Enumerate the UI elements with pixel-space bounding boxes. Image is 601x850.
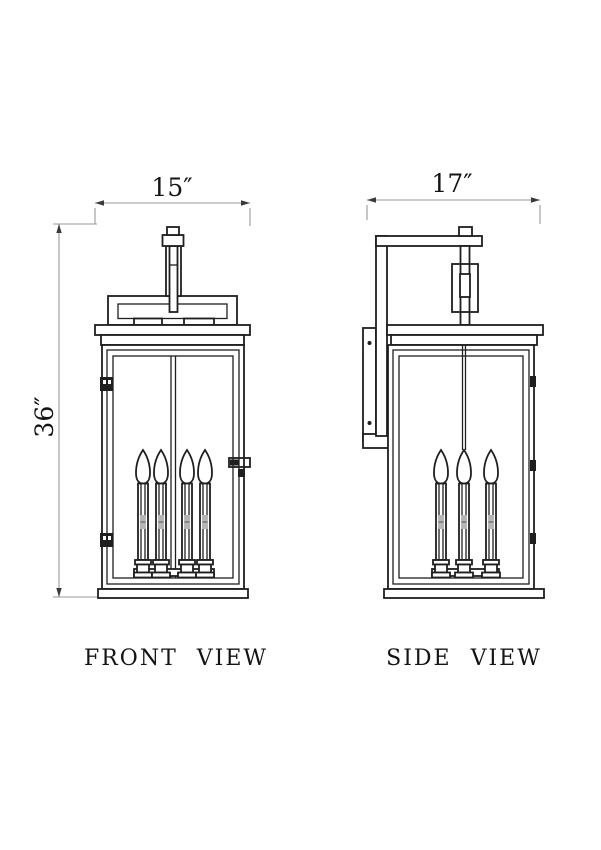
arrowhead-icon — [56, 224, 62, 233]
hinge-detail — [103, 380, 106, 384]
candle-cup — [180, 563, 194, 574]
hinge-tab-icon — [530, 376, 536, 387]
side-arm-cap — [458, 226, 473, 237]
candle-cup — [484, 563, 498, 574]
front-finial-block — [161, 234, 185, 247]
hinge-tab-icon — [530, 460, 536, 471]
side-cap-plate — [386, 324, 544, 336]
side-view-drawing — [362, 226, 545, 599]
candle-cup-foot — [481, 571, 501, 579]
candle-cup — [457, 563, 471, 574]
candle-cup-foot — [454, 571, 474, 579]
screw-icon — [367, 421, 372, 425]
candle-cup — [198, 563, 212, 574]
candle-cup-foot — [133, 571, 153, 579]
front-finial-rod — [168, 245, 179, 313]
candle-cup — [154, 563, 168, 574]
arrowhead-icon — [367, 197, 376, 203]
hinge-detail — [108, 380, 111, 384]
front-view-drawing — [94, 226, 251, 599]
candle-cup-foot — [195, 571, 215, 579]
dimension-36-label: 36″ — [30, 396, 59, 437]
side-cap-band — [390, 334, 538, 346]
side-candles — [431, 448, 501, 579]
dimension-15-label: 15″ — [151, 173, 192, 202]
front-cap-plate — [94, 324, 251, 336]
arrowhead-icon — [95, 200, 104, 206]
latch-icon — [228, 457, 251, 468]
front-frame-tab — [133, 317, 163, 326]
latch-detail — [238, 469, 245, 477]
side-finial-rod — [459, 273, 471, 298]
candle-cup-foot — [151, 571, 171, 579]
dimension-17-label: 17″ — [431, 169, 472, 198]
arrowhead-icon — [56, 588, 62, 597]
candle-cup-foot — [431, 571, 451, 579]
front-finial-cap — [166, 226, 180, 236]
side-finial-block — [451, 263, 479, 313]
latch-detail — [230, 459, 239, 466]
front-frame-tab — [183, 317, 215, 326]
candle-cup-foot — [177, 571, 197, 579]
dimension-lines — [53, 197, 541, 598]
candle-cup — [136, 563, 150, 574]
front-view-label: FRONT VIEW — [84, 646, 268, 671]
candle-cup — [434, 563, 448, 574]
arrowhead-icon — [241, 200, 250, 206]
hinge-icon — [100, 377, 113, 391]
hinge-detail — [108, 536, 111, 540]
front-body — [101, 344, 245, 590]
screw-icon — [367, 341, 372, 345]
front-base — [97, 588, 249, 599]
hinge-detail — [103, 536, 106, 540]
front-candles — [133, 448, 215, 579]
side-body-inner — [392, 349, 530, 585]
arrowhead-icon — [531, 197, 540, 203]
side-view-label: SIDE VIEW — [386, 646, 542, 671]
side-base — [383, 588, 545, 599]
front-cap-band — [100, 334, 245, 346]
hinge-icon — [100, 533, 113, 547]
side-arm-horizontal — [375, 235, 483, 247]
side-arm-vertical — [375, 235, 388, 437]
hinge-tab-icon — [530, 533, 536, 544]
